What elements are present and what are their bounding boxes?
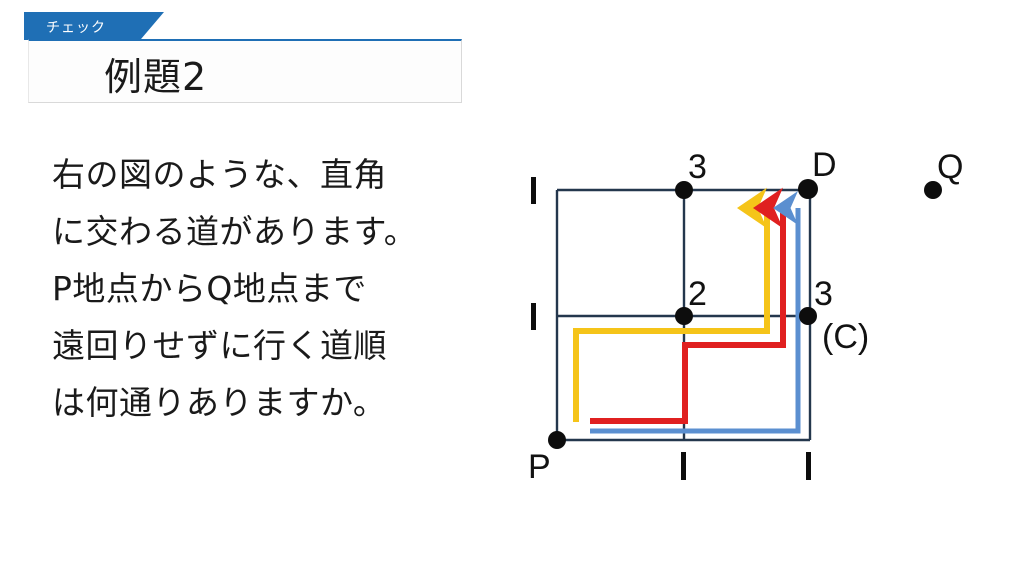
- label-p: P: [528, 448, 551, 486]
- problem-line-5: は何通りありますか。: [52, 383, 387, 422]
- problem-line-3: P地点からQ地点まで: [52, 269, 367, 308]
- label-top-three: 3: [688, 148, 707, 186]
- route-yellow: [573, 208, 770, 422]
- route-blue: [590, 208, 801, 434]
- tick-top-left: [531, 177, 536, 204]
- dot-center: [675, 307, 693, 325]
- label-q: Q: [937, 148, 963, 186]
- problem-line-1: 右の図のような、直角: [52, 155, 387, 194]
- label-right-three: 3: [814, 275, 833, 313]
- label-c: (C): [822, 318, 869, 356]
- dot-top-middle: [675, 181, 693, 199]
- problem-statement: 右の図のような、直角 に交わる道があります。 P地点からQ地点まで 遠回りせずに…: [52, 146, 472, 431]
- tick-bottom-right: [806, 452, 811, 480]
- dot-c: [799, 307, 817, 325]
- check-tab-shape: [24, 12, 164, 40]
- tick-marks: [531, 177, 811, 480]
- tick-bottom-mid: [681, 452, 686, 480]
- dot-d: [798, 179, 818, 199]
- dot-q: [924, 181, 942, 199]
- route-red: [590, 208, 786, 424]
- problem-line-4: 遠回りせずに行く道順: [52, 326, 387, 365]
- problem-line-2: に交わる道があります。: [52, 212, 418, 251]
- page-title: 例題2: [104, 55, 208, 99]
- label-center-two: 2: [688, 275, 707, 313]
- slide-header: チェック 例題2: [0, 0, 1024, 120]
- vertex-dots: [548, 179, 942, 449]
- tick-mid-left: [531, 303, 536, 330]
- title-box: [28, 39, 462, 103]
- label-d: D: [812, 146, 837, 184]
- grid-lines: [555, 188, 812, 442]
- check-tab-label: チェック: [46, 20, 106, 36]
- dot-p: [548, 431, 566, 449]
